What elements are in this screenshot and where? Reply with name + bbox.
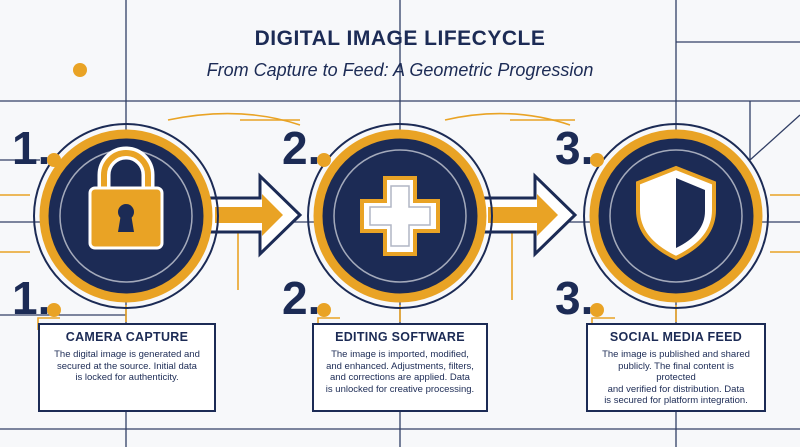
step-2-line: The image is imported, modified, xyxy=(331,349,469,360)
step-3-line: and verified for distribution. Data xyxy=(607,383,745,395)
step-1-line: The digital image is generated and xyxy=(54,349,200,360)
step-1-dot-bottom xyxy=(47,303,61,317)
page-subtitle: From Capture to Feed: A Geometric Progre… xyxy=(206,60,594,80)
step-2-dot-top xyxy=(317,153,331,167)
page-title: DIGITAL IMAGE LIFECYCLE xyxy=(254,27,546,50)
arrow-1-to-2 xyxy=(203,172,303,258)
step-2-number-top: 2. xyxy=(282,122,321,174)
step-3-line: publicly. The final content is protected xyxy=(618,360,734,384)
step-2-line: and enhanced. Adjustments, filters, xyxy=(326,360,474,372)
step-2-line: is unlocked for creative processing. xyxy=(325,383,475,395)
step-2-caption: EDITING SOFTWARE The image is imported, … xyxy=(312,323,488,412)
step-1-label: CAMERA CAPTURE xyxy=(65,330,189,344)
step-3-dot-bottom xyxy=(590,303,604,317)
step-3-line: is secured for platform integration. xyxy=(604,395,748,406)
step-1-dot-top xyxy=(47,153,61,167)
step-3-description: The image is published and shared public… xyxy=(598,349,754,407)
step-3-line: The image is published and shared xyxy=(602,349,750,360)
step-3-number-bottom: 3. xyxy=(555,272,594,324)
step-2-label: EDITING SOFTWARE xyxy=(335,330,465,344)
step-1-number-top: 1. xyxy=(12,122,51,174)
shield-icon xyxy=(636,165,716,261)
step-1-line: secured at the source. Initial data xyxy=(57,360,197,372)
step-1-description: The digital image is generated and secur… xyxy=(50,349,204,384)
step-2-number-bottom: 2. xyxy=(282,272,321,324)
title-accent-dot xyxy=(73,63,87,77)
step-1-caption: CAMERA CAPTURE The digital image is gene… xyxy=(38,323,216,412)
plus-icon xyxy=(360,176,440,256)
step-3-dot-top xyxy=(590,153,604,167)
step-1-line: is locked for authenticity. xyxy=(75,372,179,383)
step-2-dot-bottom xyxy=(317,303,331,317)
step-3-label: SOCIAL MEDIA FEED xyxy=(609,330,743,344)
step-2-line: and corrections are applied. Data xyxy=(330,372,470,383)
step-3-number-top: 3. xyxy=(555,122,594,174)
arrow-2-to-3 xyxy=(476,172,578,258)
step-2-description: The image is imported, modified, and enh… xyxy=(324,349,476,395)
step-1-number-bottom: 1. xyxy=(12,272,51,324)
lock-icon xyxy=(88,146,164,250)
step-3-caption: SOCIAL MEDIA FEED The image is published… xyxy=(586,323,766,412)
